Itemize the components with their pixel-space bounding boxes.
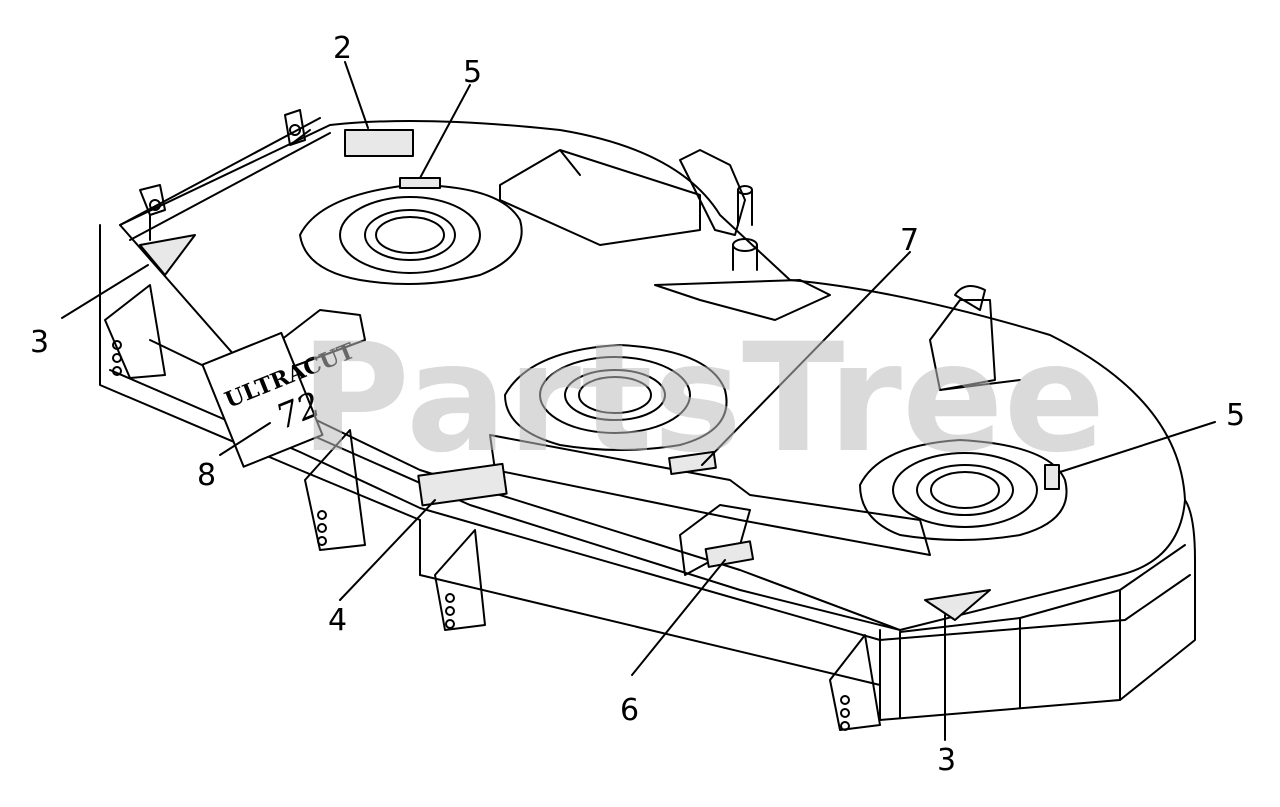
decal-4 [417,462,508,507]
leader-line-2 [344,61,369,129]
rear-bracket-left [139,184,166,241]
decal-5-left [399,177,441,189]
callout-5-right: 5 [1226,398,1245,433]
leader-line-3a [61,264,149,319]
callout-2: 2 [333,31,352,66]
hanger-bracket-front-right [829,634,881,731]
hanger-hole [840,708,850,718]
idler-pulley-post [732,244,758,271]
spindle-ring-center-hub [578,376,652,414]
spindle-ring-left-outer [339,196,481,274]
hanger-hole [840,695,850,705]
deck-skirt-rear-line [419,519,881,686]
hanger-hole [840,721,850,731]
spindle-plate-center [504,344,728,451]
hanger-hole [112,353,122,363]
decal-6 [704,540,755,568]
spindle-ring-right-inner [916,464,1014,516]
hanger-hole [445,619,455,629]
leader-line-7 [701,251,911,466]
ultracut-logo-plate [201,331,324,468]
spindle-ring-left-inner [364,209,456,261]
rear-rail [119,117,331,241]
hanger-hole [112,366,122,376]
hanger-hole [317,523,327,533]
decal-7 [668,450,717,475]
hanger-bracket-front-left [304,429,366,551]
spindle-ring-right-hub [930,471,1000,509]
decal-5-right [1044,464,1060,490]
callout-7: 7 [900,223,919,258]
idler-arm [679,149,746,236]
leader-line-5b [1059,421,1216,473]
decal-3-right [924,589,991,621]
watermark: PartsTree [300,312,1105,486]
deck-top-plate [119,120,1186,631]
decal-2 [344,129,414,157]
spindle-ring-center-outer [539,356,691,434]
decal-3-left [139,234,196,276]
hanger-hole [445,606,455,616]
callout-3-right: 3 [937,743,956,778]
hanger-hole [112,340,122,350]
spindle-plate-right [859,439,1068,541]
callout-8: 8 [197,458,216,493]
spindle-ring-right-outer [892,452,1038,528]
spindle-ring-center-inner [564,369,666,421]
rear-bracket-right-hole [289,124,301,136]
callout-3-left: 3 [30,325,49,360]
deck-right-skirt-top [899,544,1186,633]
belt-cover-bracket [499,149,701,246]
spindle-ring-left-hub [375,216,445,254]
right-rear-bracket [929,299,1021,391]
front-bracket-center [679,504,751,576]
hanger-hole [317,510,327,520]
rear-bracket-left-hole [149,199,161,211]
leader-line-4 [339,499,436,601]
hanger-bracket-left [104,284,166,379]
hanger-hole [445,593,455,603]
hanger-bracket-front-mid [434,529,486,631]
callout-4: 4 [328,603,347,638]
right-rear-tab [954,285,986,311]
callout-6: 6 [620,693,639,728]
rear-bracket-right [284,109,311,146]
leader-line-8 [219,422,271,456]
tensioner-plate [654,279,831,321]
callout-5-left: 5 [463,55,482,90]
spindle-plate-left [299,184,523,285]
spindle-post-shaft [737,189,753,226]
leader-line-5a [419,84,471,179]
hanger-hole [317,536,327,546]
deck-right-skirt-segments [899,589,1121,719]
leader-line-6 [631,559,726,676]
